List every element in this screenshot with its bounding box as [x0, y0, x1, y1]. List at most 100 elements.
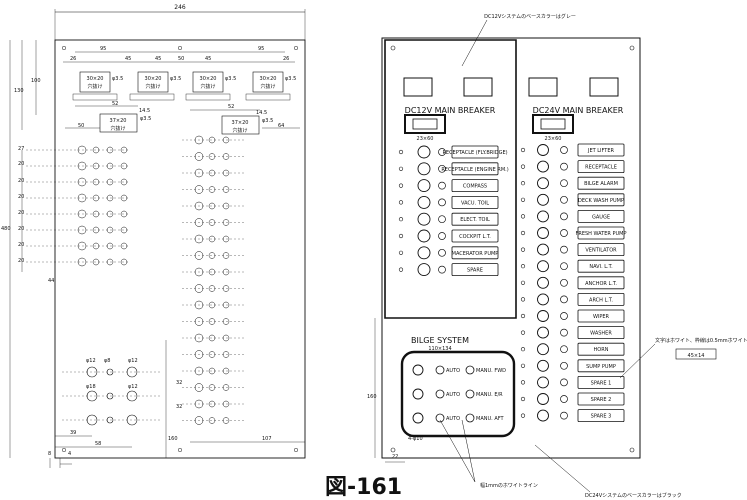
circuit-label-plate: [577, 259, 625, 273]
cutout-hole: [77, 257, 87, 267]
indicator-lamp: [520, 214, 526, 219]
breaker-switch[interactable]: [537, 227, 549, 239]
fuse-holder: [560, 245, 568, 254]
dim-top-4: 50: [178, 56, 184, 62]
indicator-lamp: [520, 313, 526, 319]
cutout-hole: [222, 318, 230, 325]
manual-label: MANU. FWD: [476, 368, 506, 374]
indicator-lamp: [520, 181, 526, 186]
dc12-circuit-label: COMPASS: [463, 184, 487, 190]
cutouts-mid: 37×20 37×20 穴抜け 穴抜け φ3.5 φ3.5 52 14.5 50…: [65, 101, 300, 135]
circuit-label-plate: [451, 263, 499, 277]
cutout-hole: [77, 241, 87, 251]
cutout-hole: [222, 367, 230, 375]
breaker-switch[interactable]: [537, 343, 549, 356]
breaker-switch[interactable]: [417, 145, 431, 159]
dc24-title: DC24V MAIN BREAKER: [533, 106, 624, 115]
indicator-lamp: [398, 233, 404, 239]
cutout-sub-0: 穴抜け: [87, 83, 102, 90]
breaker-switch[interactable]: [417, 195, 431, 209]
meter-window: [589, 77, 619, 97]
dc24-circuit-label: VENTILATOR: [585, 248, 617, 254]
cutout-sub-1: 穴抜け: [145, 83, 160, 90]
breaker-switch[interactable]: [537, 326, 549, 339]
breaker-switch[interactable]: [417, 179, 431, 193]
cutout-hole: [194, 267, 204, 277]
cutout-hole: [92, 210, 100, 218]
fuse-holder: [438, 248, 446, 257]
dc24-circuit-label: WASHER: [590, 331, 612, 337]
dim-mid-1: 14.5: [139, 108, 150, 114]
breaker-switch[interactable]: [537, 293, 549, 306]
side-dim-2: 480: [1, 226, 11, 232]
cutout-hole: [120, 258, 128, 266]
breaker-switch[interactable]: [417, 212, 431, 226]
circuit-label-plate: [577, 193, 625, 207]
mid-cutout-sub-1: 穴抜け: [232, 127, 247, 134]
phi-1: φ3.5: [170, 76, 181, 82]
breaker-switch[interactable]: [537, 177, 549, 190]
breaker-switch[interactable]: [537, 276, 549, 289]
breaker-switch[interactable]: [537, 193, 549, 206]
fuse-holder: [438, 215, 446, 224]
auto-switch[interactable]: [435, 413, 445, 423]
cutout-sub-3: 穴抜け: [260, 83, 275, 90]
cutout-hole: [106, 242, 114, 250]
breaker-switch[interactable]: [537, 359, 549, 372]
breaker-switch[interactable]: [537, 160, 549, 173]
dc24-circuit-label: ANCHOR L.T.: [585, 281, 617, 287]
cutout-hole: [222, 202, 230, 210]
breaker-switch[interactable]: [417, 246, 431, 260]
breaker-switch[interactable]: [537, 144, 549, 156]
note-label-size: 45×14: [688, 353, 705, 359]
meter-window: [528, 77, 558, 97]
breaker-switch[interactable]: [417, 162, 431, 176]
fuse-holder: [438, 198, 446, 207]
cutout-hole: [194, 399, 204, 409]
cutout-hole: [208, 153, 216, 160]
breaker-switch[interactable]: [417, 229, 431, 243]
fuse-holder: [560, 345, 568, 354]
note-white-line: 幅1mmのホワイトライン: [480, 482, 538, 489]
auto-switch[interactable]: [435, 389, 445, 399]
breaker-switch[interactable]: [537, 310, 549, 322]
phi-4: φ3.5: [140, 116, 151, 122]
breaker-switch[interactable]: [537, 260, 549, 273]
mid-cutout-label-1: 37×20: [232, 120, 249, 126]
cutout-hole: [194, 251, 204, 260]
dc12-circuit-label: RECEPTACLE (ENGINE RM.): [441, 167, 508, 173]
auto-switch[interactable]: [435, 365, 445, 375]
manual-switch[interactable]: [465, 365, 475, 375]
cutout-hole: [208, 169, 216, 177]
manual-switch[interactable]: [465, 389, 475, 399]
pitch-7: 20: [18, 258, 24, 264]
cutouts-top: 30×20 30×20 30×20 30×20 穴抜け 穴抜け 穴抜け 穴抜け …: [72, 71, 296, 101]
cutout-hole: [194, 168, 204, 178]
note-top: DC12Vシステムのベースカラーはグレー: [484, 13, 576, 20]
dc24-circuit-label: FRESH WATER PUMP: [575, 231, 626, 237]
cutout-hole: [208, 136, 216, 144]
dim-top-5: 45: [205, 56, 211, 62]
breaker-switch[interactable]: [537, 393, 549, 405]
cutout-hole: [92, 258, 100, 266]
cutout-hole: [120, 194, 128, 202]
dc24-circuit-label: BILGE ALARM: [584, 181, 618, 187]
breaker-switch[interactable]: [417, 263, 431, 277]
cutout-hole: [208, 351, 216, 358]
cutout-hole: [106, 178, 114, 186]
circuit-label-plate: [577, 292, 625, 306]
cutout-hole: [208, 252, 216, 259]
cutout-hole: [194, 317, 204, 326]
breaker-switch[interactable]: [537, 409, 549, 422]
dim-22: 22: [392, 454, 398, 460]
breaker-switch[interactable]: [537, 243, 549, 256]
dim-mid-4: 14.5: [256, 110, 267, 116]
cutout-hole: [208, 235, 216, 243]
indicator-lamp: [520, 230, 526, 236]
cutout-hole: [77, 177, 87, 187]
breaker-switch[interactable]: [537, 210, 549, 223]
manual-switch[interactable]: [465, 413, 475, 423]
breaker-switch[interactable]: [537, 376, 549, 389]
circuit-label-plate: [577, 309, 625, 323]
bilge-indicator: [412, 412, 424, 424]
